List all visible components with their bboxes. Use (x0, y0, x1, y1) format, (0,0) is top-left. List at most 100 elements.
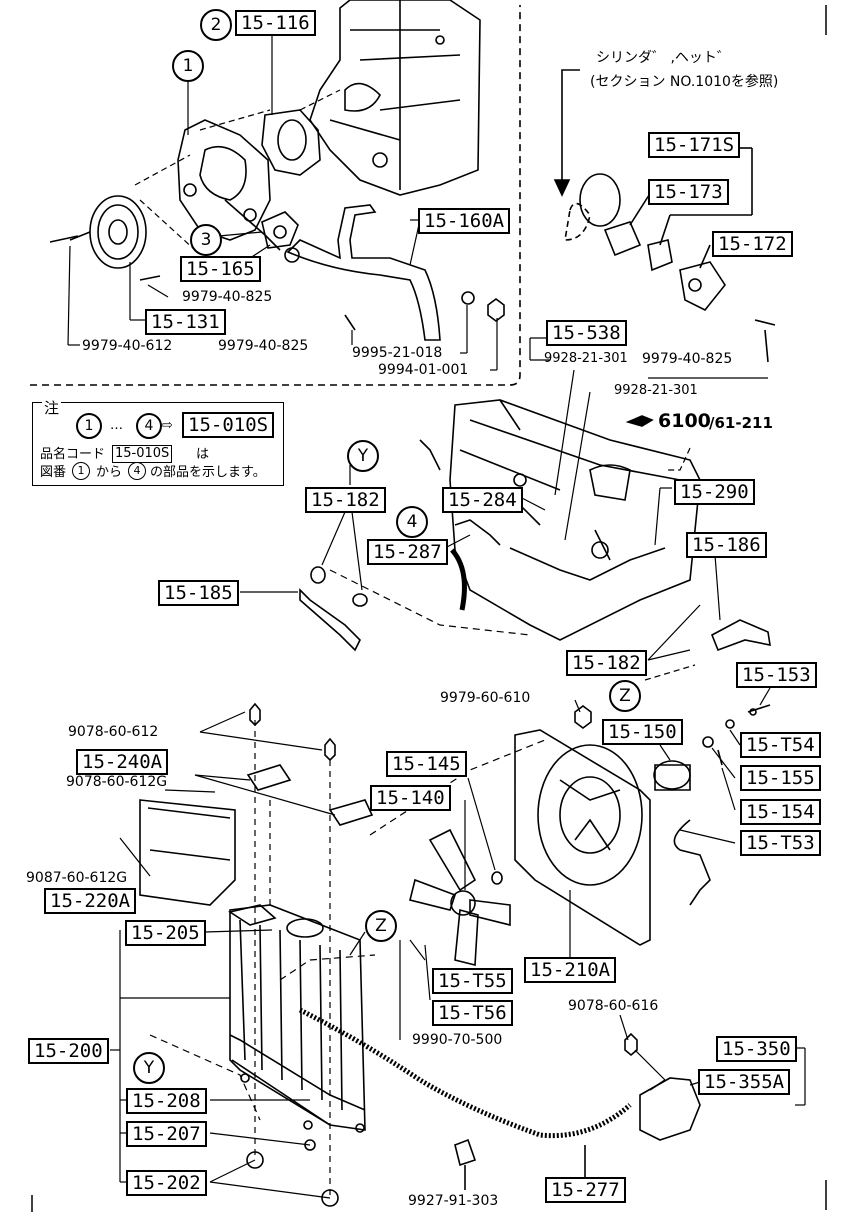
ref-page-61-211[interactable]: /61-211 (709, 414, 773, 432)
note-circle-1: 1 (76, 413, 102, 439)
partno-9979-60-610[interactable]: 9979-60-610 (440, 690, 531, 706)
ref-cylinder-head-line2: (セクション NO.1010を参照) (590, 74, 779, 90)
part-15-350[interactable]: 15-350 (716, 1036, 797, 1062)
part-15-210A[interactable]: 15-210A (524, 957, 617, 983)
part-15-165[interactable]: 15-165 (180, 256, 261, 282)
partno-9078-60-612G[interactable]: 9078-60-612G (66, 774, 168, 790)
part-15-T54[interactable]: 15-T54 (740, 732, 821, 758)
partno-9078-60-616[interactable]: 9078-60-616 (568, 998, 659, 1014)
radiator-brackets (246, 702, 374, 826)
partno-9979-40-825-c[interactable]: 9979-40-825 (642, 351, 733, 367)
part-15-277[interactable]: 15-277 (545, 1177, 626, 1203)
part-15-150[interactable]: 15-150 (602, 719, 683, 745)
partno-9928-21-301-a[interactable]: 9928-21-301 (544, 351, 628, 366)
part-15-155[interactable]: 15-155 (740, 765, 821, 791)
callout-circle-z-bottom: Z (365, 910, 397, 942)
callout-circle-y-top: Y (347, 440, 379, 472)
part-15-010S[interactable]: 15-010S (182, 412, 275, 438)
note-line3c: の部品を示します。 (150, 465, 266, 480)
y-leaders (240, 465, 363, 593)
fan-motor-leaders (574, 687, 771, 844)
inset-frame (30, 5, 521, 386)
part-15-205[interactable]: 15-205 (125, 920, 206, 946)
part-15-171S[interactable]: 15-171S (648, 132, 741, 158)
ref-section-6100[interactable]: 6100 (658, 410, 711, 432)
part-15-538[interactable]: 15-538 (546, 320, 627, 346)
pulley-15-131 (69, 195, 147, 269)
note-code: 15-010S (112, 445, 173, 463)
hose-15-186 (710, 619, 771, 652)
shield-panel (139, 799, 236, 906)
overflow-hose (298, 1007, 632, 1190)
ref-arrow-6100-icon (625, 415, 654, 427)
part-15-355A[interactable]: 15-355A (698, 1069, 791, 1095)
part-15-202[interactable]: 15-202 (126, 1170, 207, 1196)
note-circle-1b: 1 (72, 462, 90, 480)
part-15-220A[interactable]: 15-220A (44, 888, 137, 914)
part-15-208[interactable]: 15-208 (126, 1088, 207, 1114)
thermostat-group (553, 69, 776, 363)
callout-circle-1: 1 (172, 50, 204, 82)
part-15-131[interactable]: 15-131 (145, 309, 226, 335)
partno-9087-60-612G[interactable]: 9087-60-612G (26, 870, 128, 886)
part-15-145[interactable]: 15-145 (386, 751, 467, 777)
part-15-T53[interactable]: 15-T53 (740, 830, 821, 856)
reservoir-leaders (619, 1014, 806, 1106)
partno-9994-01-001[interactable]: 9994-01-001 (378, 362, 469, 378)
engine-block-top (309, 0, 481, 196)
part-15-284[interactable]: 15-284 (442, 487, 523, 513)
part-15-207[interactable]: 15-207 (126, 1121, 207, 1147)
y-dashed (149, 569, 531, 1121)
part-15-182-top[interactable]: 15-182 (305, 487, 386, 513)
engine-block-middle (449, 399, 701, 641)
note-arrow-icon: ⇨ (162, 418, 173, 433)
pipe-15-160A (284, 204, 441, 341)
part-15-T56[interactable]: 15-T56 (432, 1000, 513, 1026)
note-line2b: は (196, 447, 210, 462)
part-15-182-right[interactable]: 15-182 (566, 650, 647, 676)
part-15-172[interactable]: 15-172 (712, 231, 793, 257)
engine-hoses (419, 439, 666, 611)
callout-circle-y-bottom: Y (133, 1052, 165, 1084)
partno-9979-40-825-a[interactable]: 9979-40-825 (182, 289, 273, 305)
partno-9990-70-500[interactable]: 9990-70-500 (412, 1032, 503, 1048)
part-15-160A[interactable]: 15-160A (418, 208, 511, 234)
fan-leaders (399, 777, 571, 1040)
callout-circle-z-top: Z (609, 680, 641, 712)
part-15-186[interactable]: 15-186 (686, 532, 767, 558)
reservoir-tank (639, 1077, 701, 1141)
gasket-15-116 (261, 109, 321, 176)
part-15-153[interactable]: 15-153 (736, 662, 817, 688)
part-15-287[interactable]: 15-287 (367, 539, 448, 565)
inset-leaders (67, 36, 498, 371)
part-15-240A[interactable]: 15-240A (76, 749, 169, 775)
part-15-116[interactable]: 15-116 (235, 10, 316, 36)
radiator-dashed (254, 720, 331, 1195)
note-line3b: から (96, 465, 123, 480)
fan-dashed (279, 739, 546, 981)
note-line2a: 品名コード (40, 447, 106, 462)
part-15-T55[interactable]: 15-T55 (432, 968, 513, 994)
partno-9979-40-612[interactable]: 9979-40-612 (82, 338, 173, 354)
partno-9928-21-301-b[interactable]: 9928-21-301 (614, 383, 698, 398)
lower-fasteners (246, 705, 638, 1207)
part-15-154[interactable]: 15-154 (740, 799, 821, 825)
note-heading: 注 (42, 399, 62, 417)
note-box (32, 402, 284, 486)
part-15-173[interactable]: 15-173 (648, 179, 729, 205)
partno-9927-91-303[interactable]: 9927-91-303 (408, 1193, 499, 1209)
fan-blades (409, 828, 511, 967)
part-15-185[interactable]: 15-185 (158, 580, 239, 606)
note-line3a: 図番 (40, 465, 67, 480)
part-15-200[interactable]: 15-200 (28, 1038, 109, 1064)
partno-9979-40-825-b[interactable]: 9979-40-825 (218, 338, 309, 354)
part-15-290[interactable]: 15-290 (674, 479, 755, 505)
hose-15-185 (299, 566, 368, 652)
gasket-15-165 (261, 211, 299, 249)
partno-9995-21-018[interactable]: 9995-21-018 (352, 345, 443, 361)
engine-leaders (444, 337, 768, 661)
callout-circle-3: 3 (190, 224, 222, 256)
partno-9078-60-612[interactable]: 9078-60-612 (68, 724, 159, 740)
part-15-140[interactable]: 15-140 (370, 785, 451, 811)
